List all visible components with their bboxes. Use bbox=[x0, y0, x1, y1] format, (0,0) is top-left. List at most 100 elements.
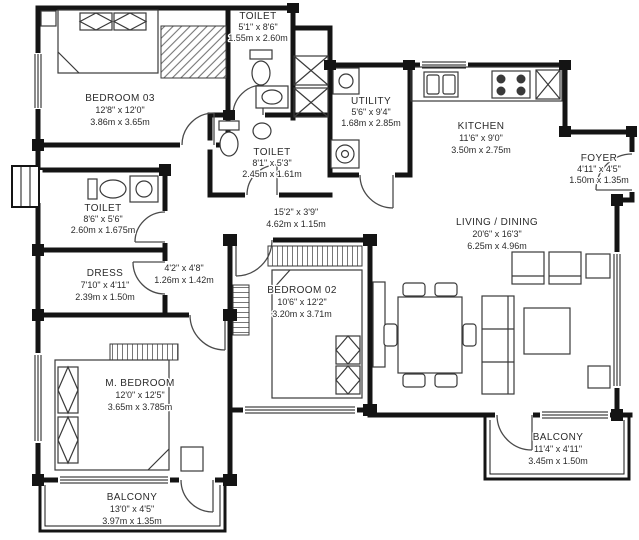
room-labels: BEDROOM 03 12'8" x 12'0" 3.86m x 3.65m T… bbox=[69, 10, 630, 528]
svg-text:BEDROOM 02: BEDROOM 02 bbox=[267, 285, 337, 296]
svg-text:3.86m x 3.65m: 3.86m x 3.65m bbox=[90, 117, 150, 127]
svg-text:1.26m x 1.42m: 1.26m x 1.42m bbox=[154, 275, 214, 285]
windows bbox=[11, 53, 622, 485]
door-master-balcony bbox=[180, 479, 214, 513]
room-label-master-bedroom: M. BEDROOM 12'0" x 12'5" 3.65m x 3.785m bbox=[104, 377, 176, 414]
svg-text:10'6" x 12'2": 10'6" x 12'2" bbox=[277, 297, 326, 307]
svg-text:4.62m x 1.15m: 4.62m x 1.15m bbox=[266, 219, 326, 229]
door-bedroom03 bbox=[181, 112, 215, 146]
svg-text:1.50m x 1.35m: 1.50m x 1.35m bbox=[569, 175, 629, 185]
room-label-toilet-top: TOILET 5'1" x 8'6" 1.55m x 2.60m bbox=[227, 10, 289, 45]
armchair-icon-1 bbox=[511, 251, 545, 285]
svg-text:BALCONY: BALCONY bbox=[533, 432, 584, 443]
dresser-icon-master bbox=[180, 446, 204, 472]
window-living-balcony bbox=[540, 410, 610, 420]
sink-icon-toilet-mid bbox=[252, 122, 272, 140]
window-bedroom03 bbox=[33, 53, 43, 109]
bed-icon-master bbox=[54, 359, 170, 471]
svg-text:M. BEDROOM: M. BEDROOM bbox=[105, 378, 175, 389]
svg-text:7'10" x 4'11": 7'10" x 4'11" bbox=[81, 280, 130, 290]
door-bedroom02 bbox=[235, 239, 273, 277]
svg-text:3.65m x 3.785m: 3.65m x 3.785m bbox=[108, 402, 173, 412]
dining-table-icon bbox=[397, 296, 463, 374]
utility-sink-icon bbox=[332, 67, 360, 95]
svg-text:BALCONY: BALCONY bbox=[107, 492, 158, 503]
room-label-dress: DRESS 7'10" x 4'11" 2.39m x 1.50m bbox=[74, 267, 136, 304]
stove-icon bbox=[491, 70, 531, 99]
svg-text:DRESS: DRESS bbox=[87, 268, 123, 279]
room-label-living-dining: LIVING / DINING 20'6" x 16'3" 6.25m x 4.… bbox=[455, 216, 539, 253]
svg-text:3.97m x 1.35m: 3.97m x 1.35m bbox=[102, 516, 162, 526]
side-table-icon-1 bbox=[585, 253, 611, 279]
kitchen-sink-icon bbox=[423, 71, 459, 98]
bay-window-toilet-left bbox=[11, 165, 43, 208]
dining-chairs bbox=[383, 282, 477, 388]
svg-text:2.45m x 1.61m: 2.45m x 1.61m bbox=[242, 169, 302, 179]
room-label-toilet-mid: TOILET 8'1" x 5'3" 2.45m x 1.61m bbox=[241, 146, 303, 181]
svg-text:11'6" x 9'0": 11'6" x 9'0" bbox=[459, 133, 503, 143]
door-openings bbox=[160, 110, 637, 485]
room-label-kitchen: KITCHEN 11'6" x 9'0" 3.50m x 2.75m bbox=[450, 120, 512, 157]
svg-text:3.45m x 1.50m: 3.45m x 1.50m bbox=[528, 456, 588, 466]
svg-text:12'0" x 12'5": 12'0" x 12'5" bbox=[115, 390, 164, 400]
svg-text:5'1" x 8'6": 5'1" x 8'6" bbox=[238, 22, 277, 32]
coffee-table-icon bbox=[523, 307, 571, 355]
room-label-balcony-right: BALCONY 11'4" x 4'11" 3.45m x 1.50m bbox=[527, 431, 589, 468]
room-label-utility: UTILITY 5'6" x 9'4" 1.68m x 2.85m bbox=[340, 95, 402, 130]
door-utility bbox=[359, 174, 394, 209]
door-main-entrance bbox=[595, 153, 633, 191]
wc-icon-toilet-left bbox=[87, 178, 127, 200]
window-master-balcony bbox=[58, 475, 170, 485]
kitchen-counter-icon bbox=[410, 66, 563, 102]
wc-icon-toilet-mid bbox=[218, 120, 240, 157]
door-toilet-left bbox=[134, 211, 166, 243]
svg-text:8'1" x 5'3": 8'1" x 5'3" bbox=[252, 158, 291, 168]
side-table-icon-2 bbox=[587, 365, 611, 389]
door-living-balcony bbox=[496, 414, 533, 451]
svg-text:1.68m x 2.85m: 1.68m x 2.85m bbox=[341, 118, 401, 128]
room-label-corridor: 4'2" x 4'8" 1.26m x 1.42m bbox=[153, 262, 215, 287]
door-dress bbox=[132, 261, 166, 295]
svg-text:3.50m x 2.75m: 3.50m x 2.75m bbox=[451, 145, 511, 155]
room-label-toilet-left: TOILET 8'6" x 5'6" 2.60m x 1.675m bbox=[69, 202, 136, 237]
window-bedroom02 bbox=[243, 405, 357, 415]
room-label-bedroom03: BEDROOM 03 12'8" x 12'0" 3.86m x 3.65m bbox=[84, 92, 156, 129]
svg-text:15'2" x 3'9": 15'2" x 3'9" bbox=[274, 207, 318, 217]
window-living bbox=[612, 252, 622, 388]
furniture bbox=[40, 9, 611, 472]
armchair-icon-2 bbox=[548, 251, 582, 285]
svg-text:1.55m x 2.60m: 1.55m x 2.60m bbox=[228, 33, 288, 43]
svg-text:2.60m x 1.675m: 2.60m x 1.675m bbox=[71, 225, 136, 235]
svg-text:TOILET: TOILET bbox=[239, 11, 276, 22]
wc-icon-toilet-top bbox=[249, 49, 273, 86]
washing-machine-icon bbox=[330, 139, 360, 169]
svg-text:FOYER: FOYER bbox=[581, 153, 617, 164]
fridge-icon bbox=[535, 69, 561, 100]
svg-text:11'4" x 4'11": 11'4" x 4'11" bbox=[534, 444, 582, 454]
svg-text:5'6" x 9'4": 5'6" x 9'4" bbox=[351, 107, 390, 117]
window-master-bedroom bbox=[33, 353, 43, 443]
window-kitchen bbox=[420, 60, 468, 70]
room-label-foyer: FOYER 4'11" x 4'5" 1.50m x 1.35m bbox=[568, 152, 630, 187]
door-master-bedroom bbox=[189, 314, 226, 351]
svg-text:BEDROOM 03: BEDROOM 03 bbox=[85, 93, 155, 104]
wardrobe-icon-master bbox=[109, 343, 179, 361]
shaft-icon bbox=[293, 55, 329, 118]
svg-text:UTILITY: UTILITY bbox=[351, 96, 391, 107]
room-label-balcony-left: BALCONY 13'0" x 4'5" 3.97m x 1.35m bbox=[101, 491, 163, 528]
door-toilet-mid bbox=[246, 164, 278, 196]
svg-text:12'8" x 12'0": 12'8" x 12'0" bbox=[95, 105, 144, 115]
sink-icon-toilet-top bbox=[255, 85, 289, 109]
tv-unit-icon bbox=[372, 281, 386, 368]
svg-text:TOILET: TOILET bbox=[84, 203, 121, 214]
bed-icon-bedroom03 bbox=[40, 9, 159, 74]
svg-text:20'6" x 16'3": 20'6" x 16'3" bbox=[472, 229, 521, 239]
room-label-passage: 15'2" x 3'9" 4.62m x 1.15m bbox=[265, 206, 327, 231]
svg-text:LIVING / DINING: LIVING / DINING bbox=[456, 217, 538, 228]
svg-text:4'11" x 4'5": 4'11" x 4'5" bbox=[577, 164, 621, 174]
svg-text:8'6" x 5'6": 8'6" x 5'6" bbox=[83, 214, 122, 224]
svg-text:KITCHEN: KITCHEN bbox=[458, 121, 505, 132]
svg-text:6.25m x 4.96m: 6.25m x 4.96m bbox=[467, 241, 527, 251]
